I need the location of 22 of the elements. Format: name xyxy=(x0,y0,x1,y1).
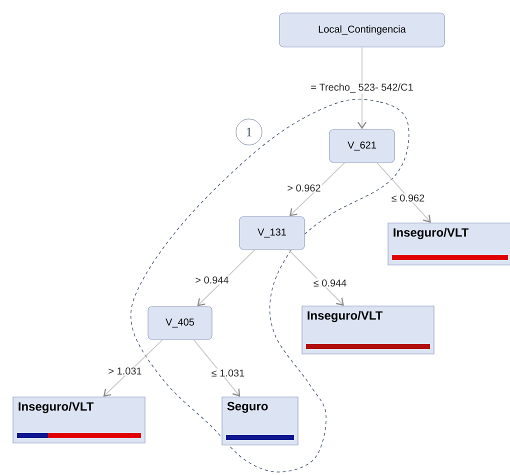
arrow xyxy=(103,339,164,397)
leaf-box: Inseguro/VLT xyxy=(388,222,510,266)
edge-label: > 0.944 xyxy=(194,275,230,285)
edge-label: > 1.031 xyxy=(107,366,143,376)
decision-box: Local_Contingencia xyxy=(279,12,445,48)
arrow xyxy=(193,339,240,397)
edge-label: ≤ 0.962 xyxy=(390,193,426,203)
decision-box: V_131 xyxy=(239,216,305,250)
arrow xyxy=(376,162,431,223)
edge-label: ≤ 0.944 xyxy=(312,278,348,288)
leaf-box: Inseguro/VLT xyxy=(12,396,146,444)
edge-label: > 0.962 xyxy=(286,183,322,193)
edge-label: = Trecho_ 523- 542/C1 xyxy=(310,82,414,94)
decision-box: V_621 xyxy=(329,129,395,163)
callout-number: 1 xyxy=(236,118,262,146)
leaf-box: Inseguro/VLT xyxy=(302,306,434,354)
arrow xyxy=(289,162,346,216)
arrow xyxy=(358,46,366,130)
decision-box: V_405 xyxy=(148,306,212,340)
leaf-box: Seguro xyxy=(222,396,298,446)
edge-label: ≤ 1.031 xyxy=(210,368,246,378)
arrow xyxy=(197,249,256,306)
